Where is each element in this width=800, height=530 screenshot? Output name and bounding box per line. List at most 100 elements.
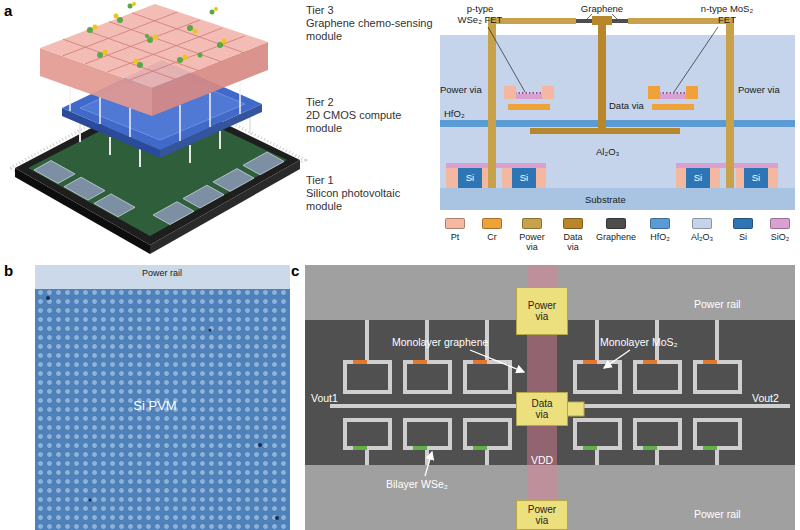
art-rect [575,420,620,448]
art-rect [536,168,546,188]
legend-swatch [650,218,670,229]
via-label: Power via [440,84,487,95]
legend-swatch [733,218,753,229]
art-line [219,131,221,149]
art-line [470,350,524,372]
art-rect [575,362,620,392]
via-label: Data via [609,100,651,111]
art-circle [222,39,227,44]
legend-swatch [445,218,465,229]
art-line [488,27,525,92]
art-line [109,22,221,62]
art-line [587,14,592,19]
art-rect [512,168,536,188]
art-circle [209,329,212,332]
art-line [674,27,718,92]
art-circle [210,10,215,15]
tier-name: Tier 3 [306,4,446,17]
via-label: Power via [526,300,558,322]
art-circle [214,7,218,11]
art-rect [458,168,482,188]
art-circle [132,2,136,6]
cross-section [440,16,795,210]
art-rect [353,446,367,450]
art-rect [768,168,778,188]
art-rect [465,420,510,448]
art-polygon [34,161,75,184]
art-circle [117,17,123,23]
art-line [85,20,200,64]
art-circle [147,37,153,43]
tier-name: Tier 2 [306,96,446,109]
layer-label: Si [688,172,708,183]
art-rect [652,104,694,110]
art-circle [103,50,108,55]
art-circle [87,27,93,33]
art-rect [405,420,450,448]
tier-description: Silicon photovoltaic module [306,187,424,213]
art-g [330,320,790,465]
art-rect [345,420,390,448]
art-rect [473,446,487,450]
legend-swatch [522,218,542,229]
via-label: Power via [738,84,790,95]
signal-label: Vout2 [752,392,792,405]
art-circle [153,35,158,40]
art-rect [413,360,427,364]
art-rect [35,265,290,530]
legend-label: Al₂O₃ [685,232,719,242]
art-rect [710,168,720,188]
via-label: Data via [526,398,558,420]
art-circle [46,296,50,300]
region-label: Si PVM [120,398,190,414]
tier-name: Tier 1 [306,174,446,187]
art-rect [566,402,584,416]
art-rect [643,360,657,364]
art-rect [542,86,554,99]
art-line [79,124,81,142]
art-line [425,452,432,476]
art-rect [695,362,740,392]
art-circle [89,499,92,502]
art-polygon [94,194,135,217]
art-circle [183,55,188,60]
art-rect [643,446,657,450]
rail-label: Power rail [694,298,784,311]
art-polygon [213,169,254,192]
art-rect [35,265,290,289]
art-rect [473,360,487,364]
art-rect [305,265,795,530]
rail-label: Power rail [122,268,202,279]
art-rect [405,362,450,392]
tier-description: 2D CMOS compute module [306,109,424,135]
sem-image [305,265,795,530]
art-line [62,12,177,56]
art-circle [193,29,198,34]
art-line [515,92,543,94]
legend-label: Graphene [595,232,637,242]
art-rect [686,168,710,188]
material-label: Graphene [574,3,630,14]
art-circle [187,25,193,31]
art-rect [686,86,698,99]
art-line [249,117,251,135]
legend-swatch [770,218,790,229]
art-line [139,149,141,167]
legend-label: Power via [517,232,547,252]
art-rect [440,188,795,210]
art-polygon [64,177,105,200]
panel-letter: b [4,262,24,280]
art-line [86,30,198,70]
art-circle [97,52,103,58]
art-line [209,93,211,127]
signal-label: VDD [531,454,561,467]
layer-label: Si [746,172,766,183]
layer-label: Al₂O₃ [596,146,636,157]
legend-label: SiO₂ [765,232,795,242]
art-rect [465,362,510,392]
art-rect [695,420,740,448]
art-rect [635,362,680,392]
art-rect [446,168,458,188]
